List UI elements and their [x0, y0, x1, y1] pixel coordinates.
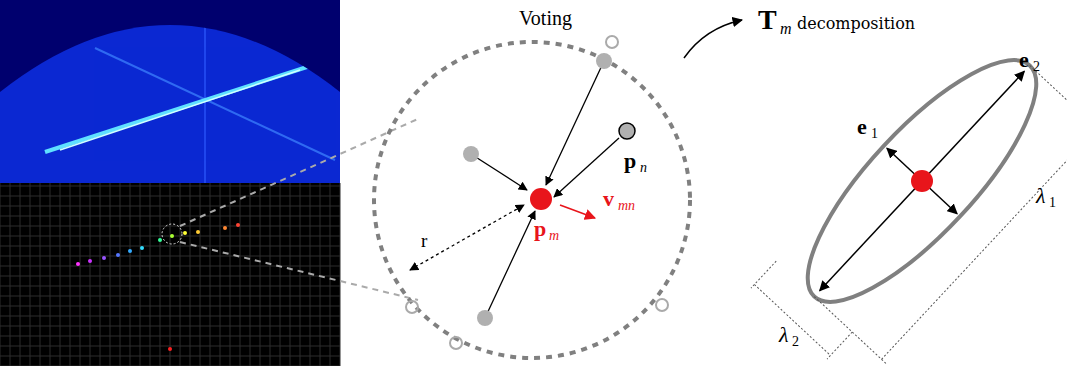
grid-line: [240, 183, 241, 366]
grid-line: [0, 246, 340, 247]
grid-line: [40, 183, 41, 366]
vector-label: v: [603, 188, 614, 210]
grid-line: [140, 183, 141, 366]
point-label: p: [624, 150, 636, 172]
grid-line: [10, 183, 11, 366]
eigenvector-label: e: [1019, 49, 1029, 71]
tensor-label: T: [758, 6, 777, 34]
grid-line: [0, 296, 340, 297]
grid-line: [0, 266, 340, 267]
grid-line: [130, 183, 131, 366]
grid-line: [0, 316, 340, 317]
grid-line: [100, 183, 101, 366]
grid-line: [0, 286, 340, 287]
point-label: p: [534, 218, 546, 240]
eigenvalue-label: λ: [779, 324, 789, 346]
grid-line: [260, 183, 261, 366]
grid-line: [50, 183, 51, 366]
subscript: n: [640, 161, 647, 175]
subscript: 1: [1049, 196, 1056, 210]
subscript: 2: [792, 335, 799, 349]
grid-line: [20, 183, 21, 366]
grid-line: [0, 306, 340, 307]
grid-line: [340, 183, 341, 366]
heading: decomposition: [797, 16, 915, 32]
grid-line: [220, 183, 221, 366]
grid-line: [170, 183, 171, 366]
grid-line: [30, 183, 31, 366]
grid-line: [120, 183, 121, 366]
grid-line: [0, 226, 340, 227]
grid-line: [250, 183, 251, 366]
grid-line: [90, 183, 91, 366]
grid-line: [0, 336, 340, 337]
grid-line: [0, 186, 340, 187]
grid-line: [0, 346, 340, 347]
grid-line: [0, 326, 340, 327]
grid-line: [280, 183, 281, 366]
radius-label: r: [421, 231, 427, 250]
grid-line: [210, 183, 211, 366]
grid-line: [80, 183, 81, 366]
grid-line: [70, 183, 71, 366]
subscript: m: [780, 21, 792, 37]
grid-line: [0, 196, 340, 197]
grid-line: [160, 183, 161, 366]
subscript: 2: [1033, 60, 1040, 74]
grid-line: [0, 206, 340, 207]
grid-line: [0, 276, 340, 277]
grid-line: [330, 183, 331, 366]
subscript: mn: [618, 199, 635, 213]
grid-line: [0, 183, 1, 366]
grid-line: [200, 183, 201, 366]
grid-line: [300, 183, 301, 366]
subscript: 1: [871, 127, 878, 141]
grid-line: [0, 256, 340, 257]
grid-line: [60, 183, 61, 366]
grid-line: [270, 183, 271, 366]
eigenvector-label: e: [857, 116, 867, 138]
grid-line: [320, 183, 321, 366]
grid-line: [0, 356, 340, 357]
grid-line: [180, 183, 181, 366]
grid-line: [110, 183, 111, 366]
eigenvalue-label: λ: [1036, 185, 1046, 207]
grid-line: [230, 183, 231, 366]
grid-line: [0, 216, 340, 217]
grid-line: [290, 183, 291, 366]
grid-line: [150, 183, 151, 366]
subscript: m: [549, 229, 559, 243]
grid-line: [190, 183, 191, 366]
heading: Voting: [519, 8, 572, 28]
